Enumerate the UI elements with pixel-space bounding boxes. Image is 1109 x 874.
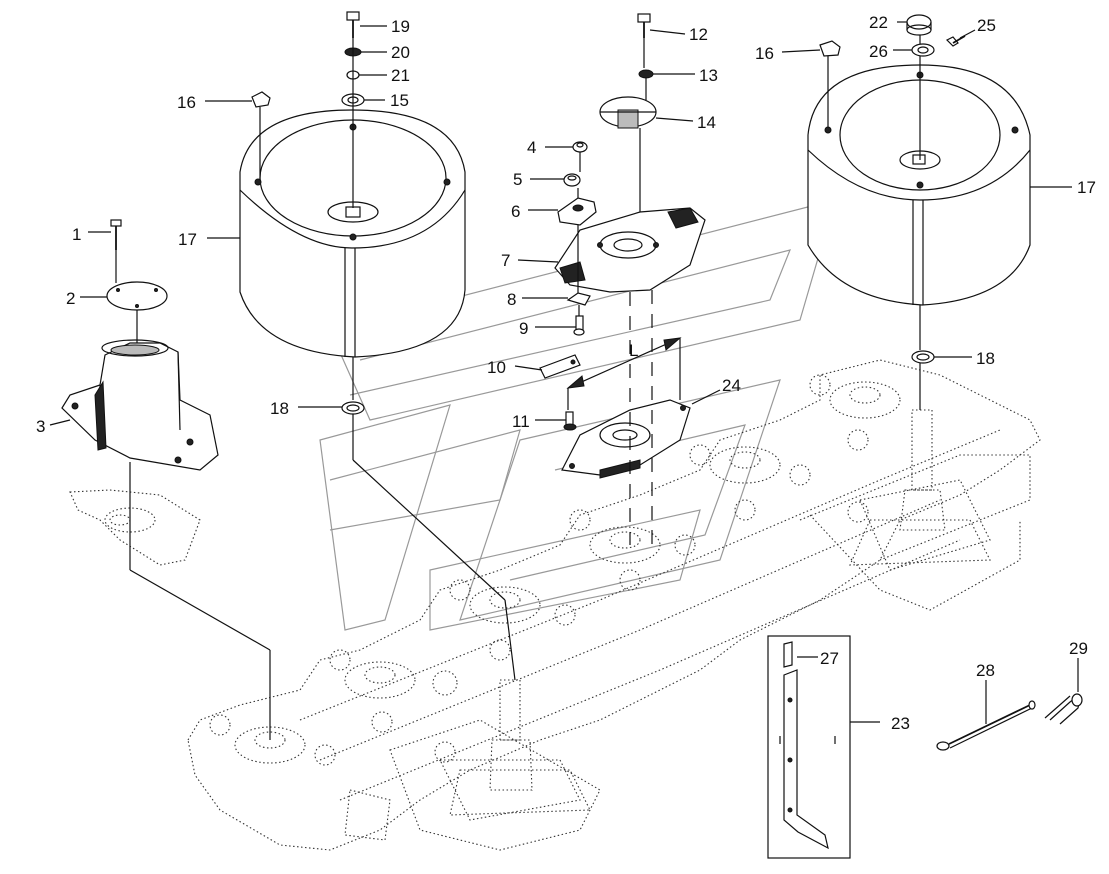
- pin-part28: [936, 700, 1036, 751]
- callout-label: 15: [390, 91, 409, 110]
- center-gearbox-shaft: [449, 679, 591, 816]
- callout-label: 13: [699, 66, 718, 85]
- ring-part18-left: [341, 401, 365, 415]
- hub-part14: [599, 96, 657, 129]
- callout-label: 14: [697, 113, 716, 132]
- nut-part5: [563, 173, 581, 187]
- callout-label: 6: [511, 202, 520, 221]
- leader-lines: [49, 21, 1079, 724]
- callout-label: 28: [976, 661, 995, 680]
- callout-label: 18: [976, 349, 995, 368]
- callout-label: 22: [869, 13, 888, 32]
- callout-label: 5: [513, 170, 522, 189]
- nut-part4: [572, 141, 588, 153]
- callout-labels: 1 2 3 4 5 6 7 8 9 10 11 12 13 14 15 16 1…: [36, 13, 1096, 733]
- callout-label: 11: [512, 412, 530, 431]
- callout-label: 29: [1069, 639, 1088, 658]
- cap-part16-left: [251, 91, 271, 108]
- callout-label: 10: [487, 358, 506, 377]
- callout-label: 3: [36, 417, 45, 436]
- plate-part8: [566, 292, 591, 306]
- callout-label: 16: [177, 93, 196, 112]
- bracket-part6: [557, 197, 597, 226]
- callout-label: 27: [820, 649, 839, 668]
- callout-label: 21: [391, 66, 410, 85]
- screw-part1: [110, 219, 122, 250]
- cutting-disc-part7: [554, 207, 706, 293]
- washer-part13: [638, 69, 654, 79]
- dimension-l: [566, 337, 682, 410]
- callout-label: 17: [178, 230, 197, 249]
- cover-disc-part2: [106, 281, 168, 311]
- callout-label: 19: [391, 17, 410, 36]
- callout-label: 23: [891, 714, 910, 733]
- cutter-bar: [69, 359, 1041, 851]
- ring-part18-right: [911, 350, 935, 364]
- callout-label: 4: [527, 138, 536, 157]
- callout-label: 1: [72, 225, 81, 244]
- assembly-lines: [115, 35, 921, 740]
- callout-label: 16: [755, 44, 774, 63]
- callout-label: 20: [391, 43, 410, 62]
- knife-part10: [539, 354, 581, 379]
- bolt-part11: [563, 411, 577, 431]
- callout-label: 25: [977, 16, 996, 35]
- inset-box-part23: [767, 635, 851, 859]
- clip-part29: [1044, 693, 1083, 725]
- callout-label: 24: [722, 376, 741, 395]
- bolt-part12: [637, 13, 651, 38]
- callout-label: 17: [1077, 178, 1096, 197]
- cone-hub-part3: [61, 339, 219, 471]
- callout-label: 7: [501, 251, 510, 270]
- right-gearbox-shaft: [849, 409, 991, 566]
- dimension-label: L: [629, 341, 638, 360]
- drum-cover-right: [807, 64, 1031, 306]
- cap-part16-right: [819, 40, 841, 57]
- callout-label: 26: [869, 42, 888, 61]
- callout-label: 9: [519, 319, 528, 338]
- drum-cover-left: [239, 109, 466, 358]
- callout-label: 12: [689, 25, 708, 44]
- callout-label: 18: [270, 399, 289, 418]
- callout-label: 8: [507, 290, 516, 309]
- pin-part9: [573, 315, 585, 336]
- cutting-disc-part24: [561, 399, 691, 479]
- fastener-stack-right: [906, 14, 966, 57]
- callout-label: 2: [66, 289, 75, 308]
